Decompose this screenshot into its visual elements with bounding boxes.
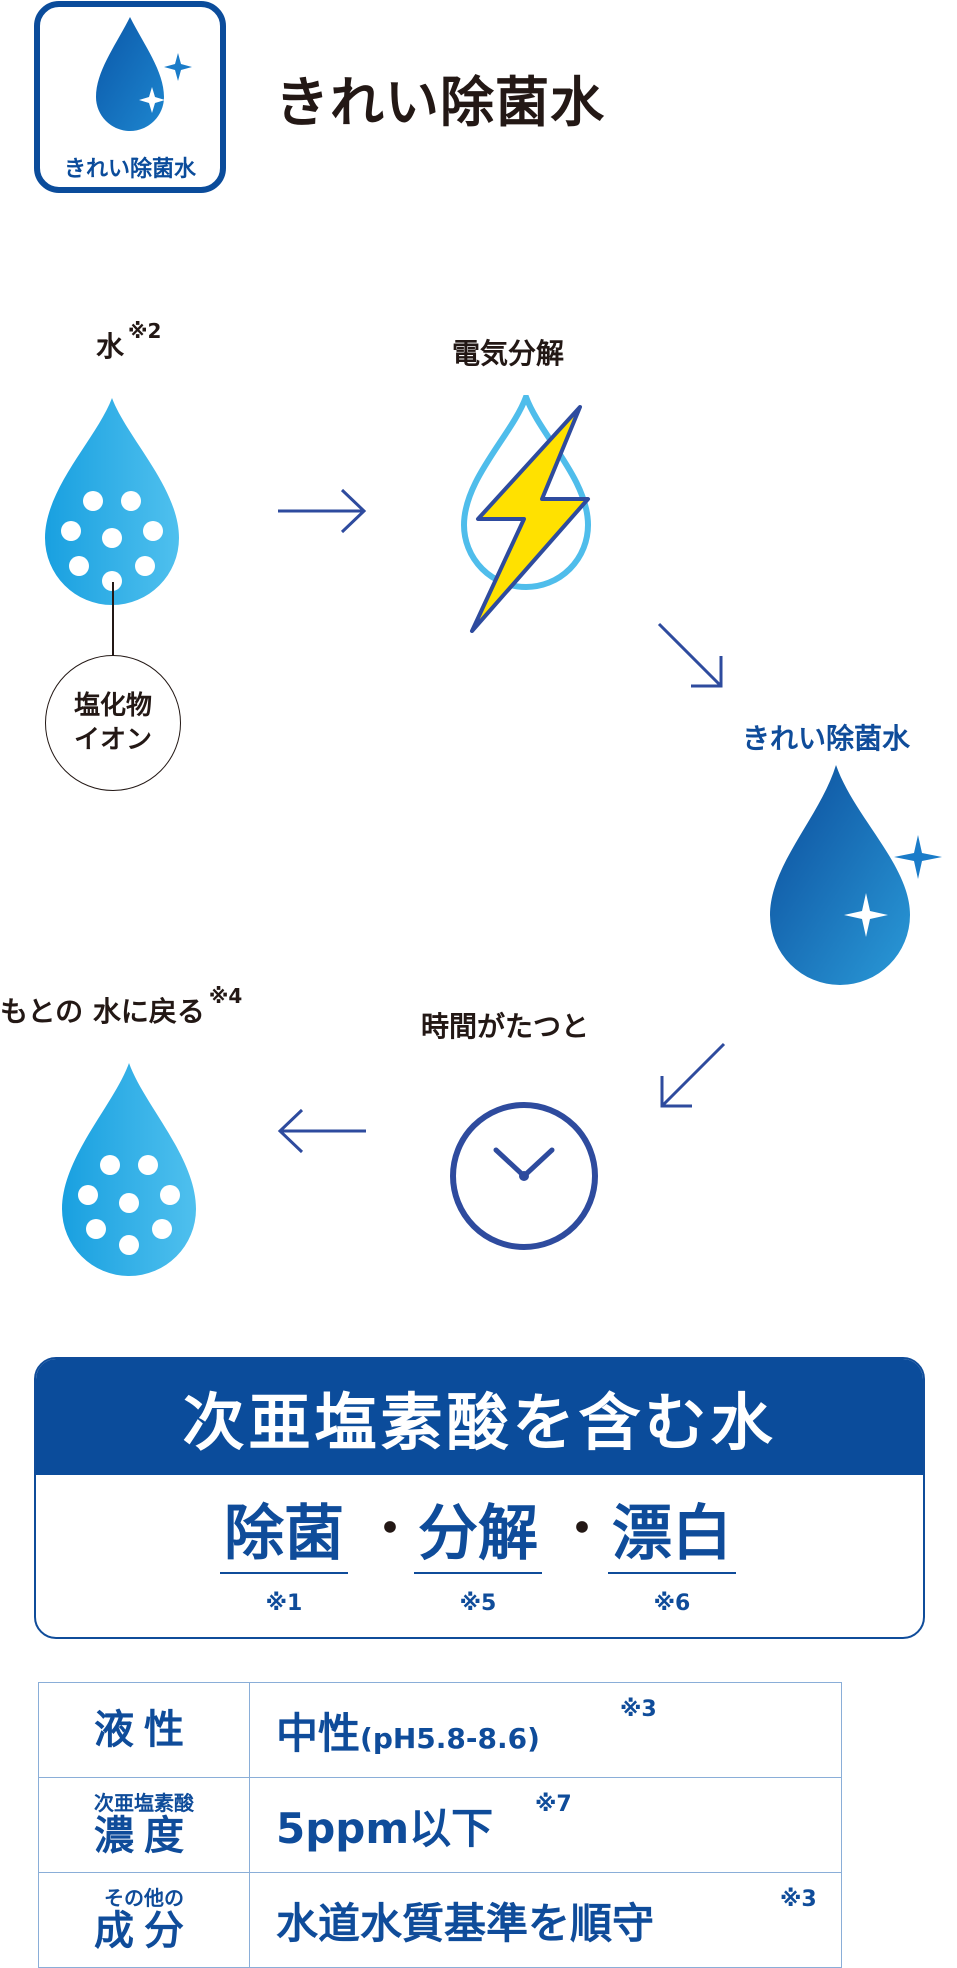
water-drop-icon bbox=[45, 398, 179, 605]
property-label: 液性 bbox=[94, 1707, 194, 1753]
chloride-ion-line1: 塩化物 bbox=[73, 691, 152, 721]
effect-note: ※1 bbox=[265, 1591, 303, 1616]
clean-water-label: きれい除菌水 bbox=[742, 722, 911, 755]
table-row: 次亜塩素酸 濃度 5ppm以下 ※7 bbox=[38, 1777, 842, 1873]
property-value-cell: 5ppm以下 ※7 bbox=[249, 1777, 842, 1873]
table-row: 液性 中性(pH5.8-8.6) ※3 bbox=[38, 1682, 842, 1778]
sparkle-icon bbox=[844, 893, 888, 937]
effect-note: ※6 bbox=[653, 1591, 691, 1616]
electrolysis-label: 電気分解 bbox=[452, 337, 565, 370]
definition-title: 次亜塩素酸を含む水 bbox=[36, 1359, 923, 1475]
property-label-small: その他の bbox=[104, 1886, 184, 1910]
logo-caption: きれい除菌水 bbox=[63, 157, 196, 182]
property-label-cell: 次亜塩素酸 濃度 bbox=[38, 1777, 250, 1873]
connector-line bbox=[112, 582, 114, 656]
properties-table: 液性 中性(pH5.8-8.6) ※3 次亜塩素酸 濃度 5ppm以下 ※7 そ… bbox=[38, 1682, 842, 1968]
property-value: 中性 bbox=[276, 1708, 361, 1758]
property-value-cell: 水道水質基準を順守 ※3 bbox=[249, 1872, 842, 1968]
property-note: ※7 bbox=[535, 1792, 572, 1817]
property-value-paren: (pH5.8-8.6) bbox=[360, 1721, 540, 1755]
lightning-icon bbox=[470, 405, 590, 633]
logo: きれい除菌水 bbox=[34, 1, 226, 193]
arrow-down-right-icon bbox=[657, 622, 723, 688]
effect-underline bbox=[220, 1572, 348, 1574]
separator-dot: ・ bbox=[558, 1501, 607, 1557]
water-label: 水※2 bbox=[96, 319, 161, 365]
effect-sterilize: 除菌 bbox=[224, 1499, 344, 1569]
property-label-cell: 液性 bbox=[38, 1682, 250, 1778]
water-note: ※2 bbox=[128, 319, 162, 343]
effect-decompose: 分解 bbox=[418, 1499, 538, 1569]
effect-note: ※5 bbox=[459, 1591, 497, 1616]
returns-note: ※4 bbox=[208, 984, 243, 1008]
property-label-cell: その他の 成分 bbox=[38, 1872, 250, 1968]
clean-water-drop-icon bbox=[770, 765, 942, 985]
property-value: 5ppm以下 bbox=[276, 1803, 494, 1853]
water-label-text: 水 bbox=[96, 330, 125, 363]
page-title: きれい除菌水 bbox=[275, 71, 605, 134]
effect-underline bbox=[414, 1572, 542, 1574]
effect-underline bbox=[608, 1572, 736, 1574]
table-row: その他の 成分 水道水質基準を順守 ※3 bbox=[38, 1872, 842, 1968]
property-label-small: 次亜塩素酸 bbox=[94, 1791, 194, 1815]
clock-icon bbox=[450, 1102, 598, 1250]
property-note: ※3 bbox=[620, 1697, 657, 1722]
time-passes-label: 時間がたつと bbox=[421, 1010, 590, 1043]
lightning-drop-icon bbox=[460, 395, 592, 633]
property-label: 濃度 bbox=[94, 1813, 194, 1859]
water-drop-icon bbox=[62, 1063, 196, 1276]
effect-bleach: 漂白 bbox=[612, 1499, 732, 1569]
chloride-ion-line2: イオン bbox=[73, 725, 152, 755]
property-note: ※3 bbox=[780, 1887, 817, 1912]
chloride-ion-bubble: 塩化物 イオン bbox=[45, 655, 181, 791]
arrow-down-left-icon bbox=[660, 1042, 726, 1108]
returns-label: もとの 水に戻る※4 bbox=[0, 984, 242, 1030]
property-label: 成分 bbox=[94, 1908, 194, 1954]
arrow-right-icon bbox=[278, 488, 367, 534]
property-value-cell: 中性(pH5.8-8.6) ※3 bbox=[249, 1682, 842, 1778]
property-value: 水道水質基準を順守 bbox=[276, 1898, 655, 1948]
definition-box: 次亜塩素酸を含む水 除菌 ※1 ・ 分解 ※5 ・ 漂白 ※6 bbox=[34, 1357, 925, 1639]
arrow-left-icon bbox=[277, 1108, 366, 1154]
returns-label-text: もとの 水に戻る bbox=[0, 995, 205, 1028]
separator-dot: ・ bbox=[366, 1501, 415, 1557]
sparkle-icon bbox=[894, 835, 942, 879]
